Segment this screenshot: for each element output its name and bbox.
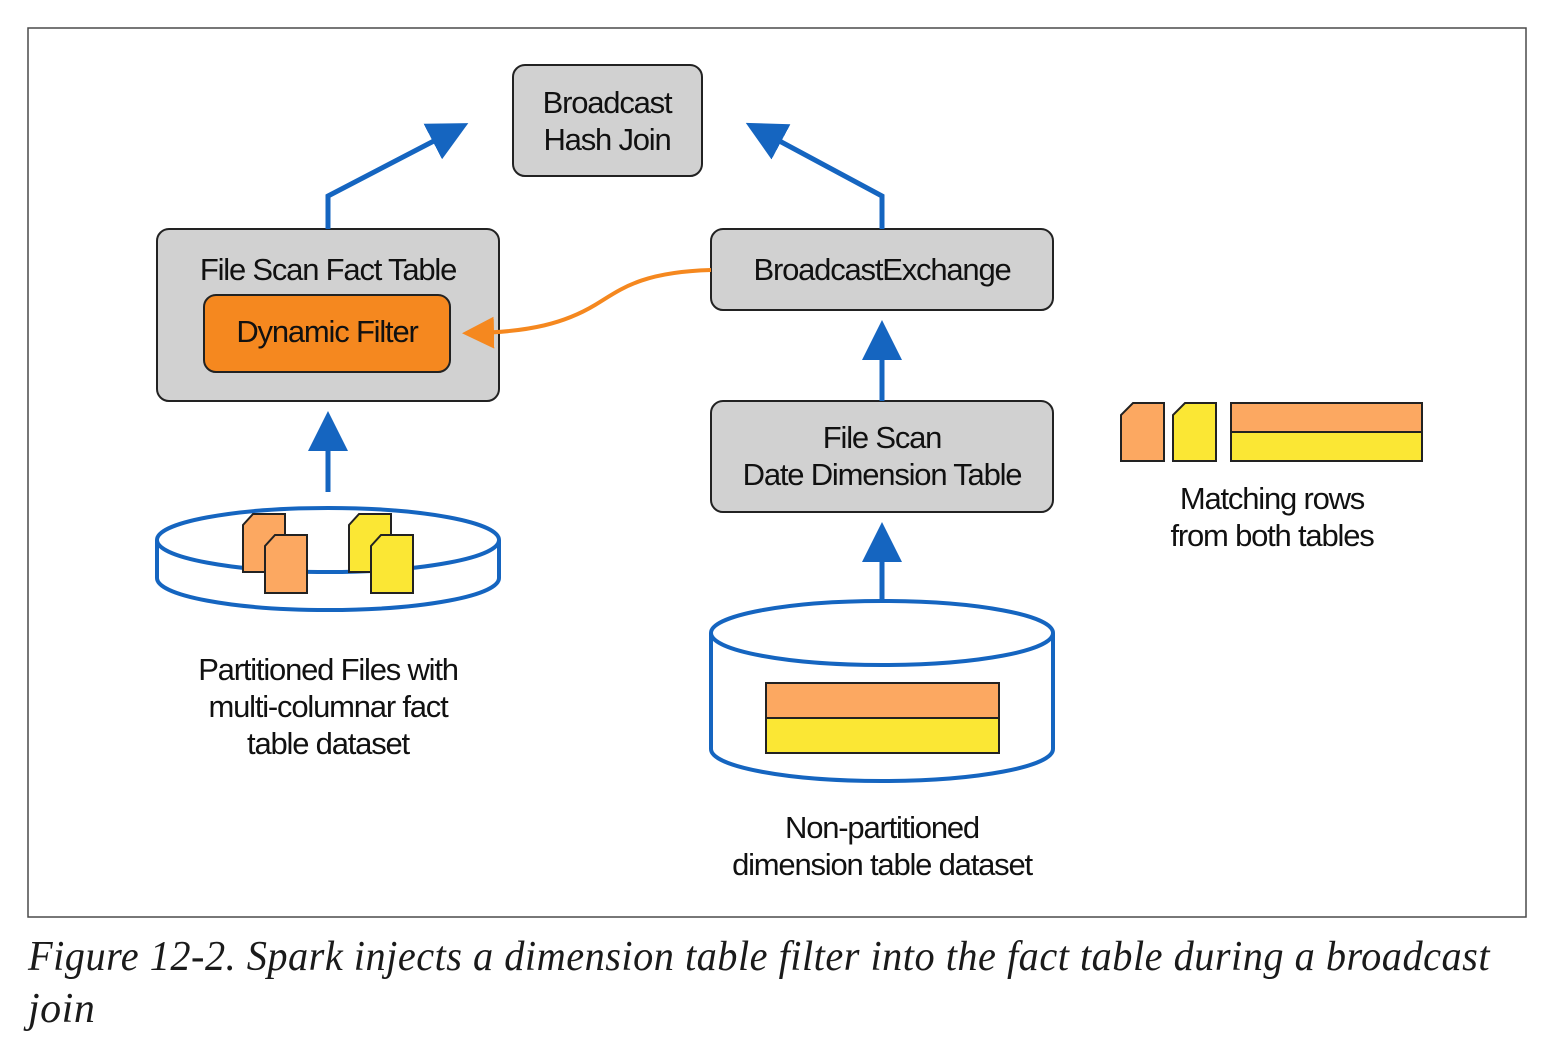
arrow-exchange-to-join (745, 122, 885, 229)
dynamic-filter-box (203, 294, 451, 373)
partition-file-orange-front (264, 534, 308, 594)
broadcast-hash-join-line-2: Hash Join (543, 122, 670, 157)
legend-label-line-1: Matching rows (1180, 481, 1365, 516)
file-scan-date-dimension-line-1: File Scan (823, 420, 941, 455)
broadcast-hash-join-line-1: Broadcast (543, 85, 673, 120)
file-scan-fact-table-label: File Scan Fact Table (200, 252, 456, 287)
arrow-fact-to-join (325, 123, 469, 229)
broadcast-exchange-label: BroadcastExchange (753, 252, 1010, 287)
figure-caption-line-2: join (23, 986, 95, 1032)
legend-file-orange (1120, 402, 1165, 462)
legend-label-line-2: from both tables (1170, 518, 1374, 553)
dynamic-filter-label: Dynamic Filter (236, 314, 418, 349)
partitioned-fact-dataset-cylinder (155, 506, 501, 612)
non-partitioned-label-line-1: Non-partitioned (785, 810, 979, 845)
legend-row-orange (1230, 402, 1423, 433)
legend-row-yellow (1230, 431, 1423, 462)
non-partitioned-label-line-2: dimension table dataset (732, 847, 1033, 882)
figure-caption-line-1: Figure 12-2. Spark injects a dimension t… (27, 934, 1491, 980)
broadcast-hash-join-box (512, 64, 703, 177)
arrow-exchange-to-dynamic-filter (462, 268, 712, 349)
partitioned-files-label-line-2: multi-columnar fact (208, 689, 449, 724)
partitioned-files-label-line-3: table dataset (247, 726, 411, 761)
partitioned-files-label-line-1: Partitioned Files with (198, 652, 458, 687)
legend-file-yellow (1172, 402, 1217, 462)
partition-file-yellow-front (370, 534, 414, 594)
dimension-rows-orange (765, 682, 1000, 719)
file-scan-date-dimension-line-2: Date Dimension Table (743, 457, 1022, 492)
dimension-rows-yellow (765, 717, 1000, 754)
